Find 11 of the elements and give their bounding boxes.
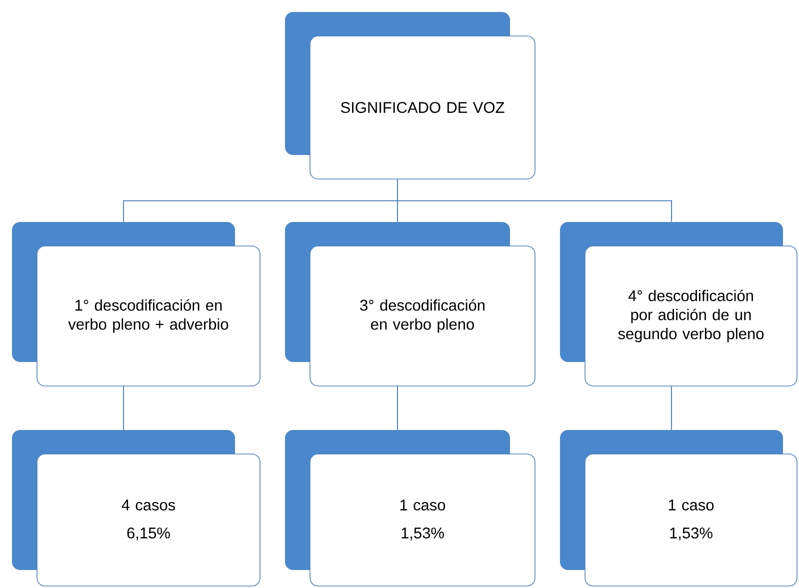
org-chart-box: 4 casos 6,15% xyxy=(12,430,260,586)
org-chart-box: SIGNIFICADO DE VOZ xyxy=(285,12,536,180)
org-chart-box: 3° descodificación en verbo pleno xyxy=(285,222,536,386)
connector-line xyxy=(397,178,672,222)
org-chart-box: 1° descodificación en verbo pleno + adverbio xyxy=(12,222,260,386)
org-chart-box: 1 caso 1,53% xyxy=(560,430,798,586)
org-chart-box: 4° descodificación por adición de un segundo verbo pleno xyxy=(560,222,798,386)
org-chart-box: 1 caso 1,53% xyxy=(285,430,536,586)
connector-line xyxy=(397,386,398,430)
connector-line xyxy=(123,386,124,430)
connector-line xyxy=(671,386,672,430)
